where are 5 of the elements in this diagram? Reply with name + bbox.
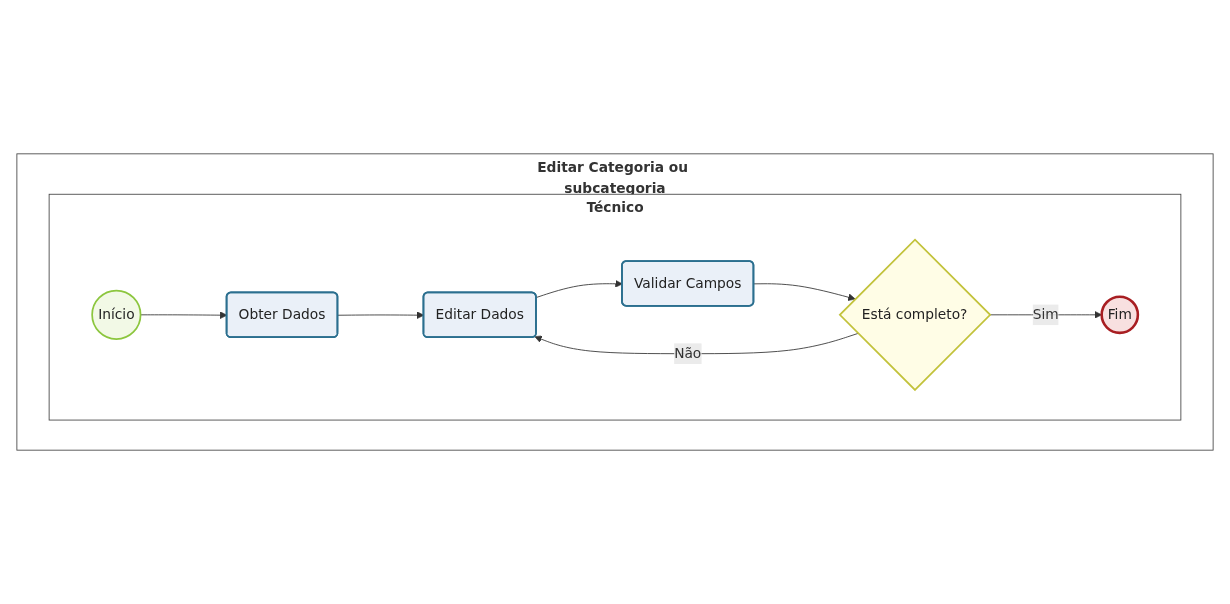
node-circle: Fim bbox=[1100, 295, 1140, 335]
node-circle: Início bbox=[91, 289, 142, 340]
node-diamond: Está completo? bbox=[838, 238, 992, 392]
edge-label: Sim bbox=[1032, 306, 1059, 323]
edge-label: Não bbox=[674, 345, 702, 362]
